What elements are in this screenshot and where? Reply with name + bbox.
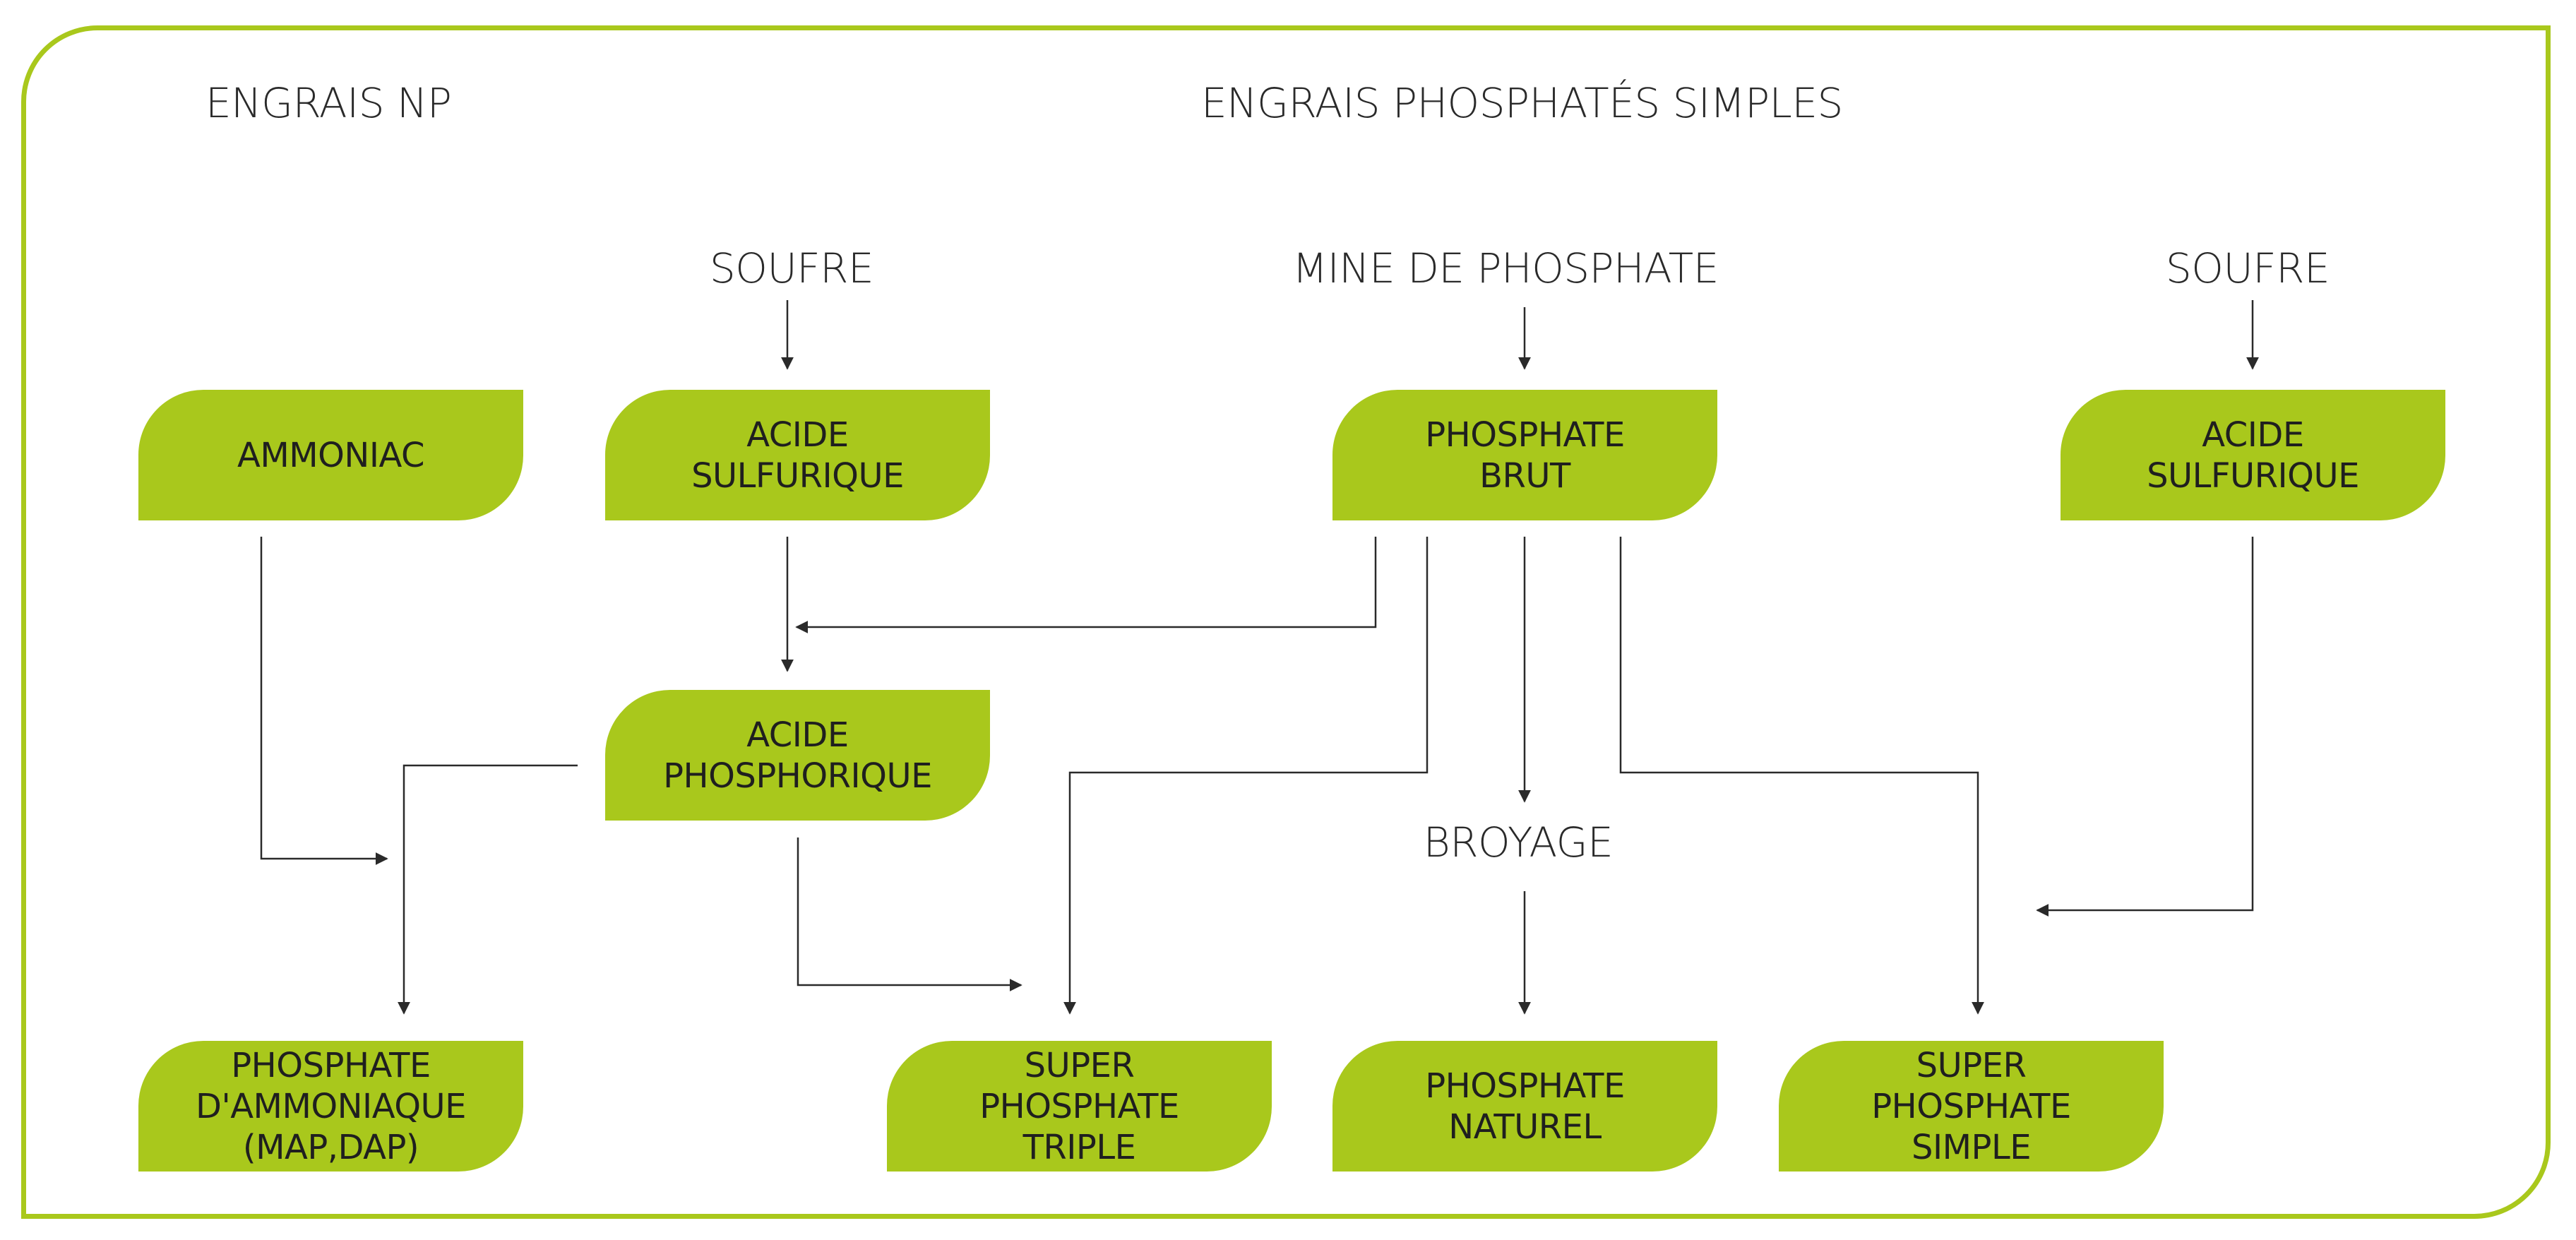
heading-engrais-phosphates-simples: ENGRAIS PHOSPHATÉS SIMPLES (1201, 79, 1843, 127)
arrow-acide-phosphorique-to-ammoniaque (398, 764, 578, 1015)
source-soufre-left: SOUFRE (709, 244, 874, 292)
box-phosphate-naturel: PHOSPHATE NATUREL (1332, 1041, 1717, 1172)
source-soufre-right: SOUFRE (2165, 244, 2330, 292)
process-broyage: BROYAGE (1423, 818, 1614, 866)
source-mine-de-phosphate: MINE DE PHOSPHATE (1292, 244, 1719, 292)
heading-engrais-np: ENGRAIS NP (205, 79, 452, 127)
box-phosphate-ammoniaque: PHOSPHATE D'AMMONIAQUE (MAP,DAP) (138, 1041, 523, 1172)
box-acide-sulfurique-right: ACIDE SULFURIQUE (2061, 390, 2445, 520)
arrow-phosphate-brut-to-acide-line (795, 537, 1377, 633)
diagram-frame (21, 25, 2551, 1219)
box-acide-phosphorique: ACIDE PHOSPHORIQUE (605, 690, 990, 821)
box-super-phosphate-triple: SUPER PHOSPHATE TRIPLE (887, 1041, 1272, 1172)
arrow-phosphate-brut-to-triple (1063, 537, 1429, 1015)
box-acide-sulfurique-left: ACIDE SULFURIQUE (605, 390, 990, 520)
box-ammoniac: AMMONIAC (138, 390, 523, 520)
box-super-phosphate-simple: SUPER PHOSPHATE SIMPLE (1779, 1041, 2164, 1172)
box-phosphate-brut: PHOSPHATE BRUT (1332, 390, 1717, 520)
arrow-acide-sulfurique-to-simple (2036, 537, 2254, 917)
arrow-ammoniac-to-ammoniaque (260, 537, 388, 865)
arrow-phosphate-brut-to-simple (1619, 537, 1984, 1015)
arrow-acide-phosphorique-to-triple (797, 837, 1022, 991)
